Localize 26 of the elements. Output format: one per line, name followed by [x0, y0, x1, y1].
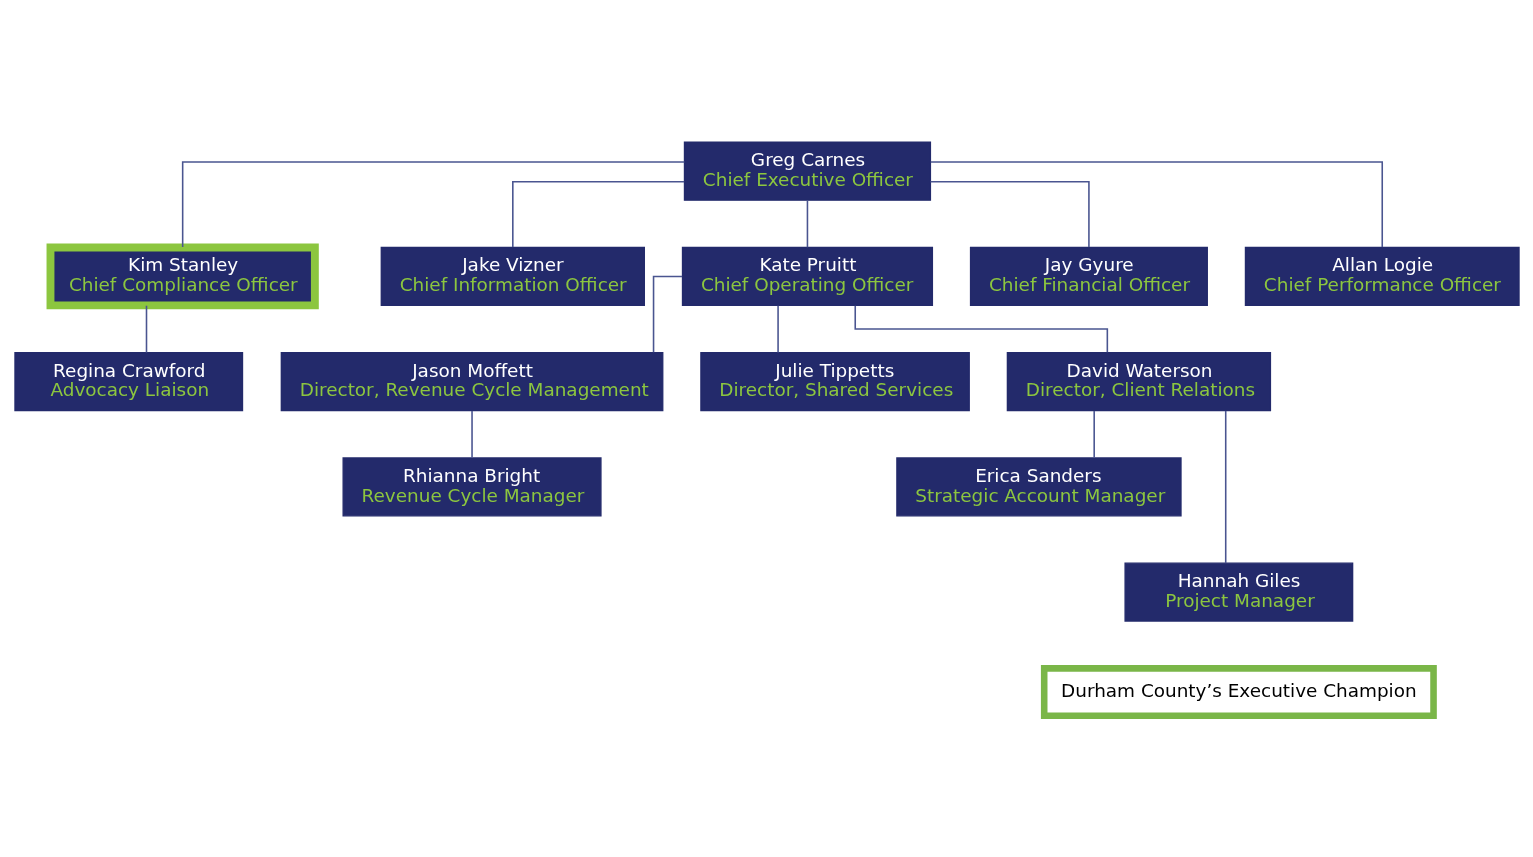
legend-label: Durham County’s Executive Champion	[1060, 679, 1417, 701]
node-box: Kim Stanley Chief Compliance Officer	[46, 243, 319, 309]
connector	[929, 160, 1383, 248]
node-box: Julie Tippetts Director, Shared Services	[699, 351, 970, 411]
connector	[470, 409, 473, 459]
connector	[145, 304, 147, 353]
connector	[1092, 409, 1095, 459]
node-box: Jay Gyure Chief Financial Officer	[969, 246, 1208, 306]
connector	[806, 199, 808, 248]
node-box: Hannah Giles Project Manager	[1123, 562, 1353, 622]
connector	[929, 180, 1090, 248]
connector	[652, 275, 683, 353]
node-box: Regina Crawford Advocacy Liaison	[13, 351, 243, 411]
connector	[1224, 409, 1226, 564]
node-box: Rhianna Bright Revenue Cycle Manager	[341, 456, 602, 516]
node-box: Greg Carnes Chief Executive Officer	[683, 141, 931, 201]
node-box: Erica Sanders Strategic Account Manager	[895, 456, 1182, 516]
connector	[853, 304, 1108, 353]
connector	[511, 180, 685, 248]
connector	[181, 160, 685, 248]
node-box: Jason Moffett Director, Revenue Cycle Management	[280, 351, 663, 411]
node-box: Jake Vizner Chief Information Officer	[380, 246, 645, 306]
node-box: David Waterson Director, Client Relations	[1006, 351, 1271, 411]
connector	[776, 304, 779, 353]
node-box: Kate Pruitt Chief Operating Officer	[681, 246, 933, 306]
node-box: Allan Logie Chief Performance Officer	[1244, 246, 1520, 306]
